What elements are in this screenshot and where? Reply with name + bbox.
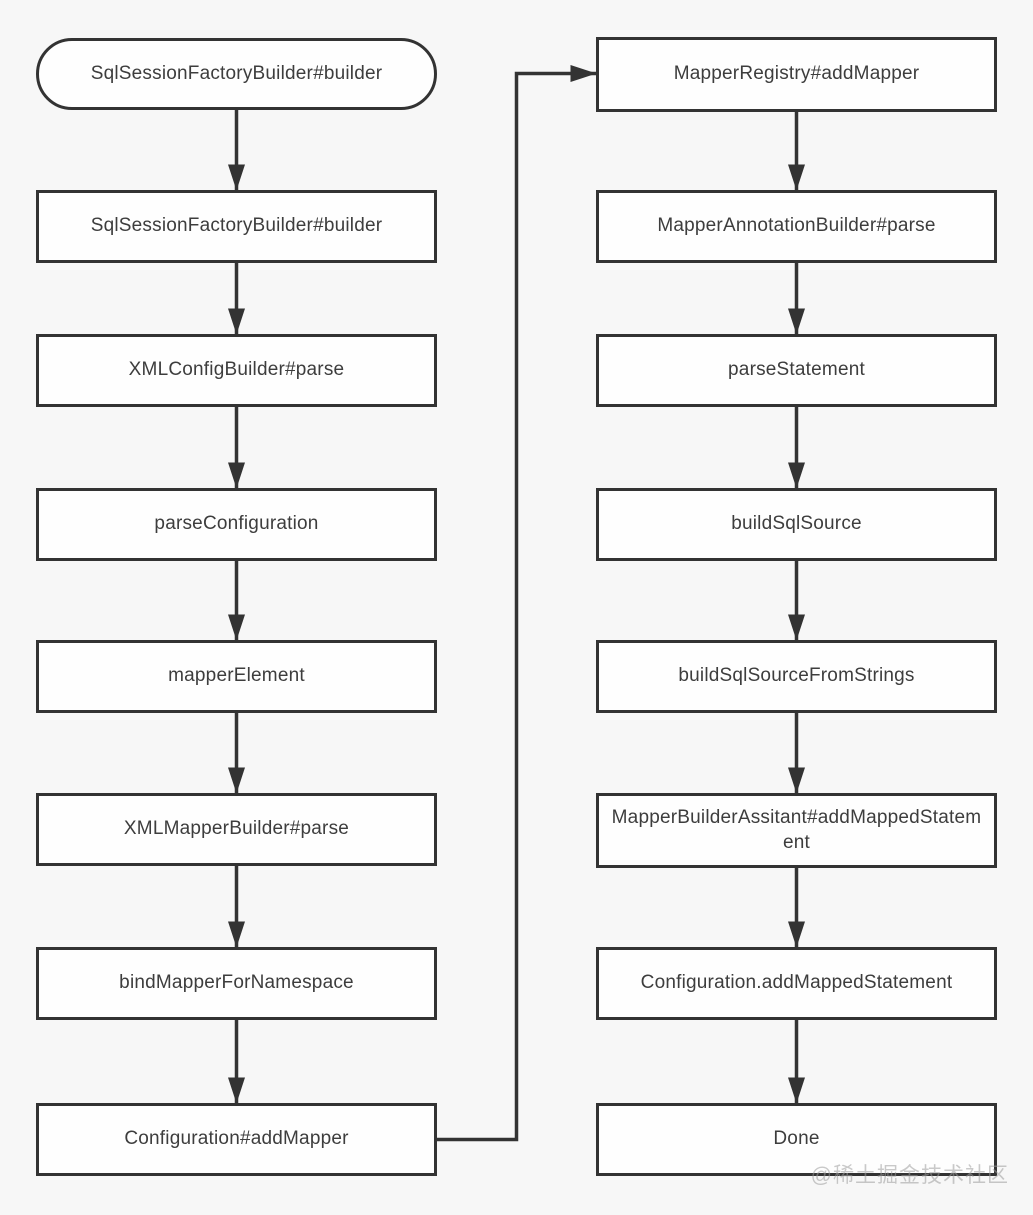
node-label: Done xyxy=(773,1128,820,1150)
node-start-sqlsessionfactorybuilder: SqlSessionFactoryBuilder#builder xyxy=(36,38,437,110)
node-buildsqlsourcefromstrings: buildSqlSourceFromStrings xyxy=(596,640,997,713)
node-configuration-addmapper: Configuration#addMapper xyxy=(36,1103,437,1176)
node-label: parseConfiguration xyxy=(154,513,319,535)
node-label: MapperBuilderAssitant#addMappedStatement xyxy=(611,806,982,853)
node-parsestatement: parseStatement xyxy=(596,334,997,407)
node-label: MapperRegistry#addMapper xyxy=(673,63,920,85)
node-label: SqlSessionFactoryBuilder#builder xyxy=(90,215,383,237)
node-configuration-addmappedstatement: Configuration.addMappedStatement xyxy=(596,947,997,1020)
node-buildsqlsource: buildSqlSource xyxy=(596,488,997,561)
node-label: mapperElement xyxy=(168,665,305,687)
arrow-cross-column-connector xyxy=(437,65,597,1142)
node-label: XMLMapperBuilder#parse xyxy=(123,818,350,840)
node-mapperbuilderassitant-addmappedstatement: MapperBuilderAssitant#addMappedStatement xyxy=(596,793,997,868)
node-done: Done xyxy=(596,1103,997,1176)
node-mapperelement: mapperElement xyxy=(36,640,437,713)
watermark: @稀土掘金技术社区 xyxy=(810,1164,1009,1187)
node-label: XMLConfigBuilder#parse xyxy=(128,359,345,381)
node-label: Configuration#addMapper xyxy=(124,1128,349,1150)
node-xmlconfigbuilder-parse: XMLConfigBuilder#parse xyxy=(36,334,437,407)
node-label: SqlSessionFactoryBuilder#builder xyxy=(90,62,383,84)
node-mapperregistry-addmapper: MapperRegistry#addMapper xyxy=(596,37,997,112)
node-sqlsessionfactorybuilder-builder: SqlSessionFactoryBuilder#builder xyxy=(36,190,437,263)
node-xmlmapperbuilder-parse: XMLMapperBuilder#parse xyxy=(36,793,437,866)
node-label: parseStatement xyxy=(728,359,865,381)
node-parseconfiguration: parseConfiguration xyxy=(36,488,437,561)
node-label: Configuration.addMappedStatement xyxy=(640,972,953,994)
node-label: buildSqlSource xyxy=(731,513,862,535)
node-label: bindMapperForNamespace xyxy=(119,972,354,994)
node-label: MapperAnnotationBuilder#parse xyxy=(657,215,936,237)
node-label: buildSqlSourceFromStrings xyxy=(678,665,915,687)
node-bindmapperfornamespace: bindMapperForNamespace xyxy=(36,947,437,1020)
node-mapperannotationbuilder-parse: MapperAnnotationBuilder#parse xyxy=(596,190,997,263)
